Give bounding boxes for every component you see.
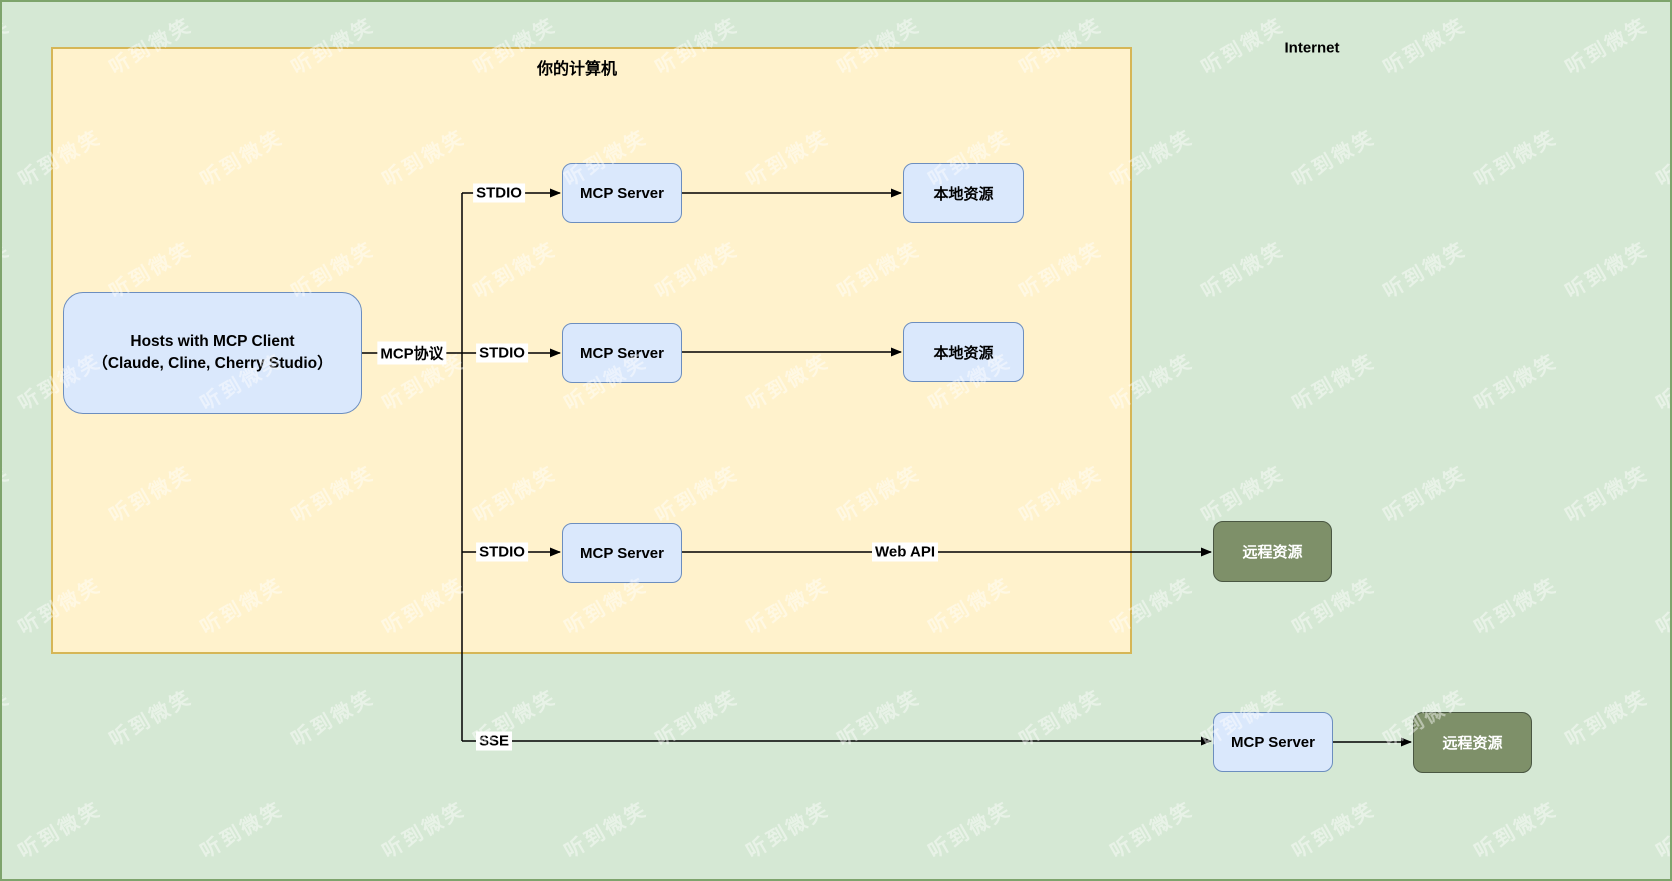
- host-node: Hosts with MCP Client （Claude, Cline, Ch…: [63, 292, 362, 414]
- edge-label-stdio-2: STDIO: [476, 343, 528, 363]
- remote-resource-node-2: 远程资源: [1413, 712, 1532, 773]
- edge-label-stdio-1: STDIO: [473, 183, 525, 203]
- mcp-server-node-1: MCP Server: [562, 163, 682, 223]
- local-resource-node-2: 本地资源: [903, 322, 1024, 382]
- mcp-server-node-4: MCP Server: [1213, 712, 1333, 772]
- local-resource-node-1: 本地资源: [903, 163, 1024, 223]
- host-node-label: Hosts with MCP Client （Claude, Cline, Ch…: [92, 331, 332, 376]
- edge-label-sse: SSE: [475, 731, 513, 751]
- host-node-line1: Hosts with MCP Client: [130, 332, 295, 350]
- host-node-line2: （Claude, Cline, Cherry Studio）: [92, 355, 333, 372]
- edge-label-web-api: Web API: [871, 542, 939, 562]
- edge-label-stdio-3: STDIO: [476, 542, 528, 562]
- remote-resource-node-1: 远程资源: [1213, 521, 1332, 582]
- computer-boundary-title: 你的计算机: [536, 61, 618, 78]
- mcp-server-node-2: MCP Server: [562, 323, 682, 383]
- mcp-server-node-3: MCP Server: [562, 523, 682, 583]
- internet-label: Internet: [1284, 39, 1340, 57]
- edge-label-mcp-protocol: MCP协议: [377, 341, 447, 365]
